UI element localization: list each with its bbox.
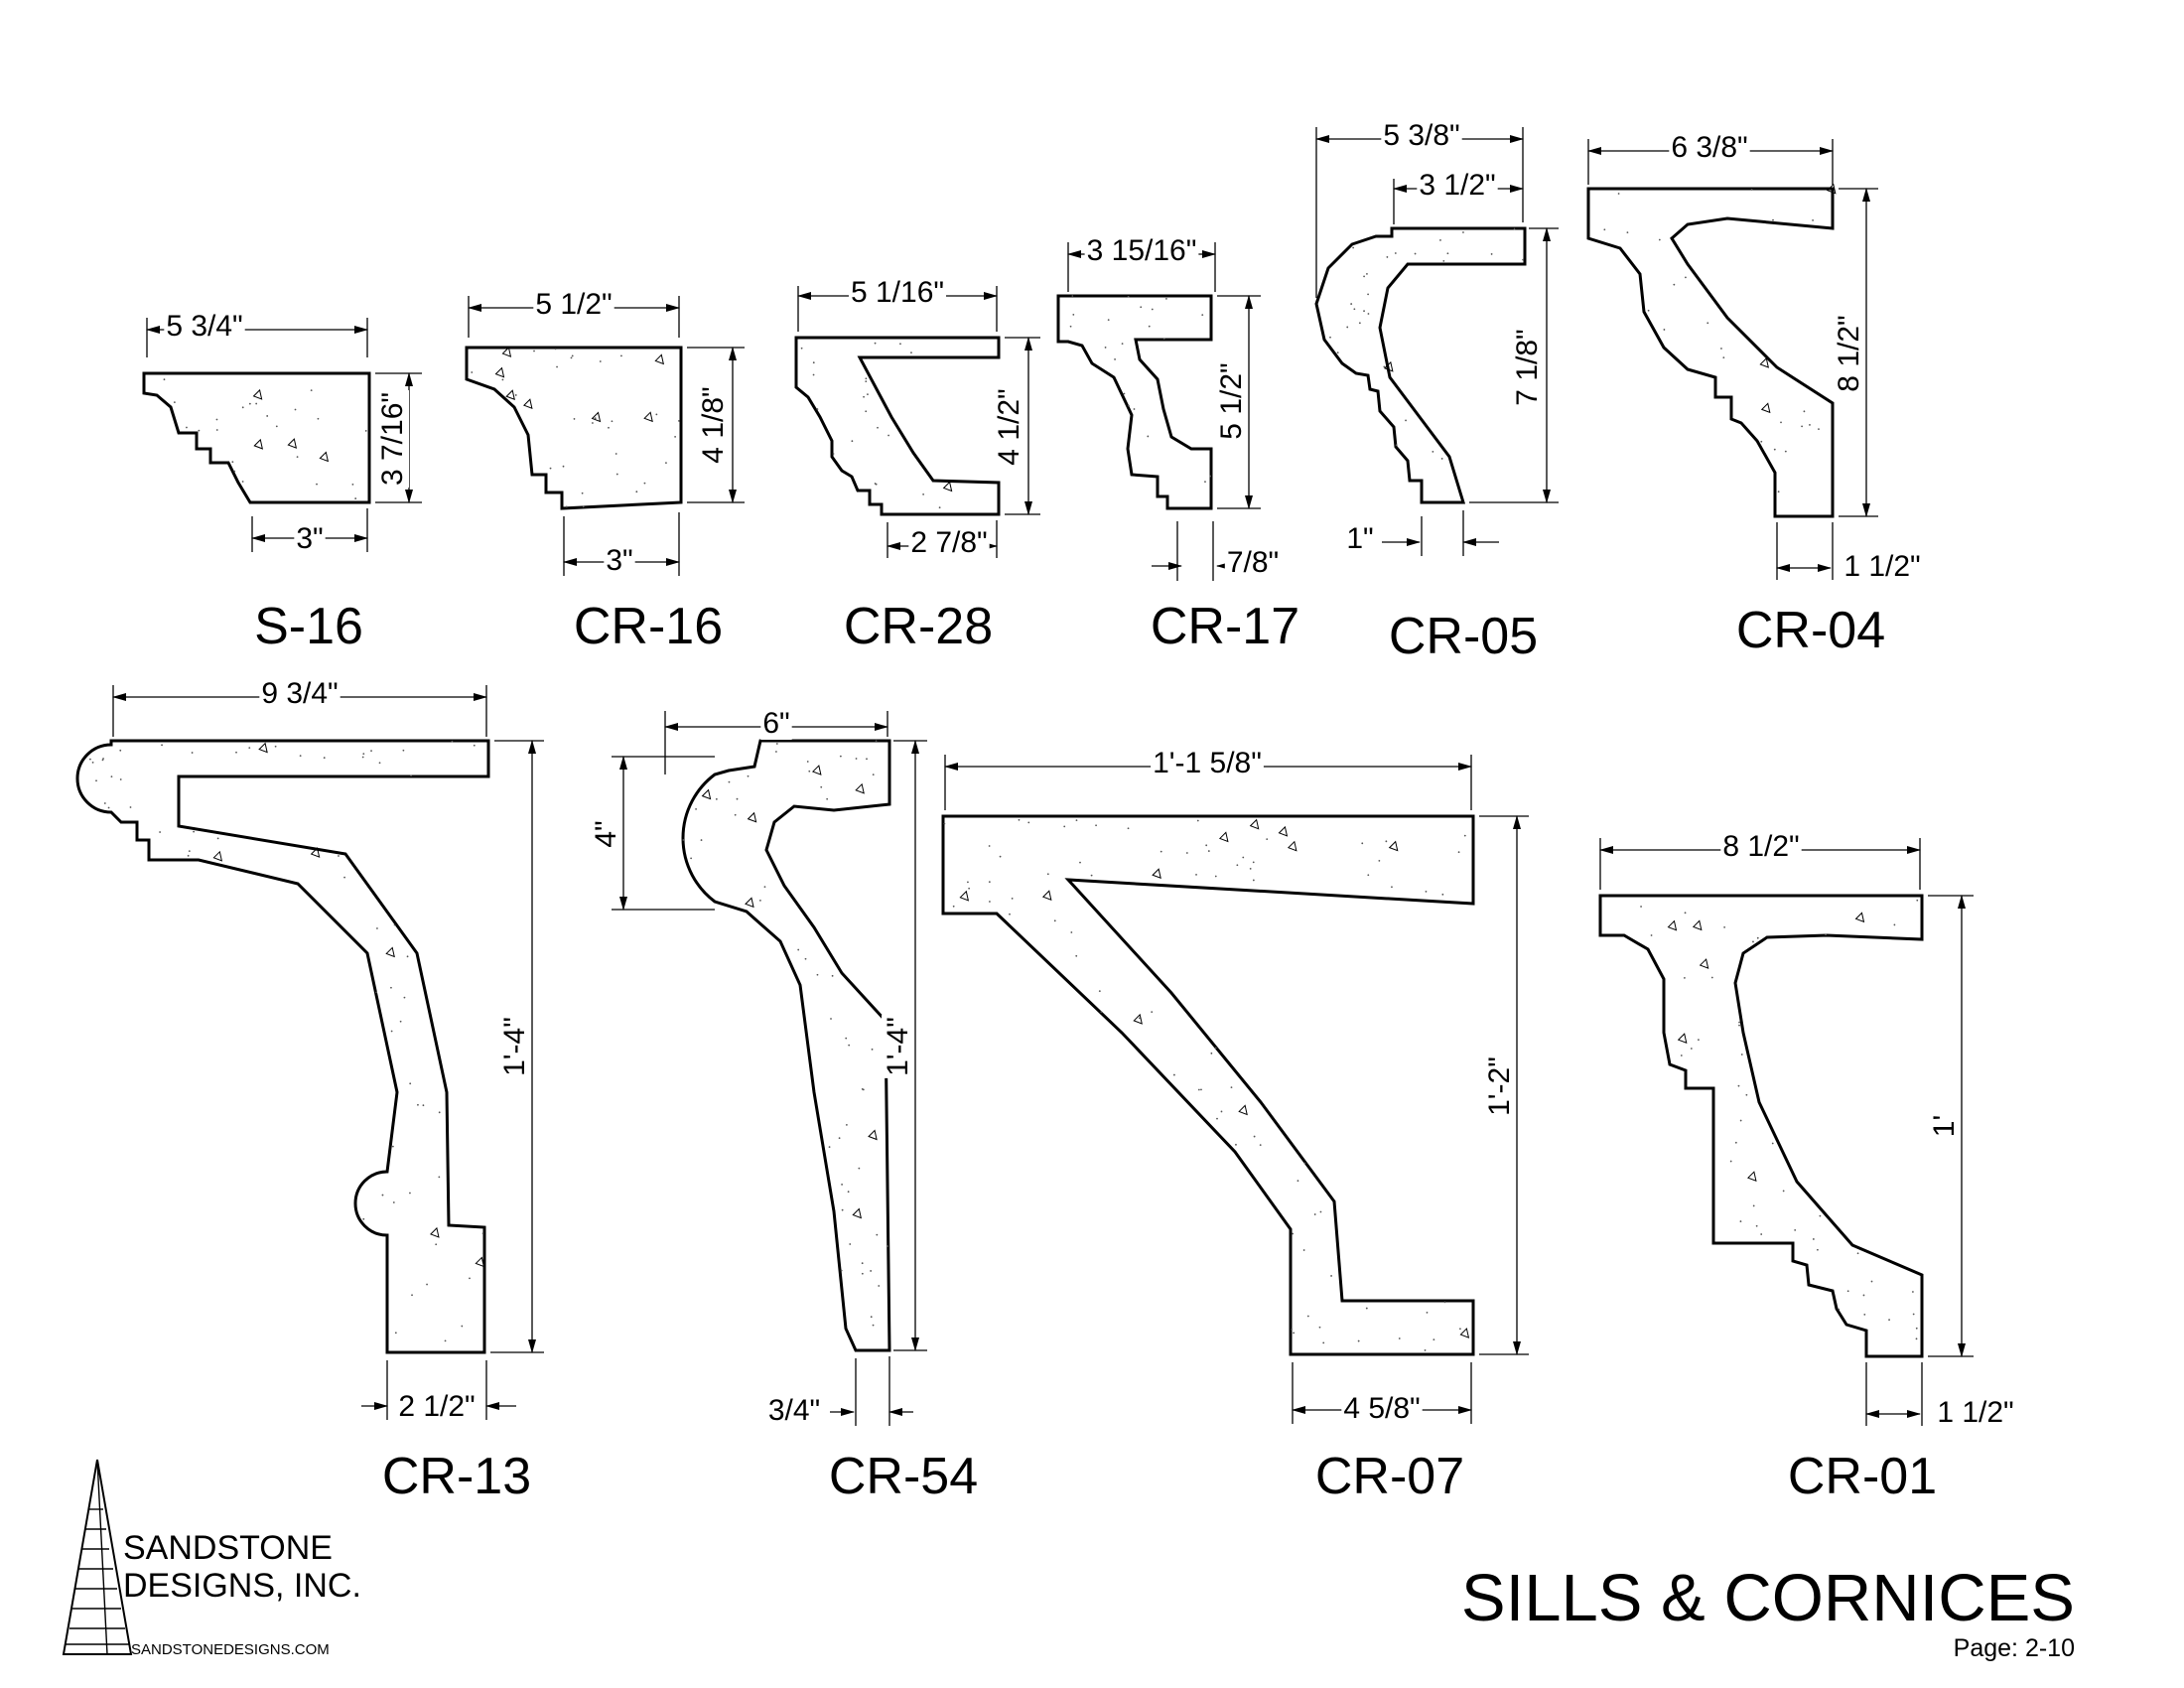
page-number: Page: 2-10 — [1954, 1634, 2075, 1662]
profile-shape — [1056, 294, 1213, 510]
profile-label: CR-04 — [1736, 602, 1885, 659]
dimension-label: 1'-4" — [882, 1017, 914, 1076]
dimension-label: 8 1/2" — [1833, 315, 1865, 391]
profile-shape — [465, 346, 683, 510]
stone-texture — [943, 818, 1470, 1351]
dimension-label: 2 7/8" — [910, 526, 987, 559]
profile-shape — [681, 739, 891, 1352]
dimension-label: 3 15/16" — [1087, 234, 1197, 267]
stone-texture — [163, 378, 367, 499]
dimension-label: 3 1/2" — [1419, 169, 1495, 202]
profile-cr-04: CR-04 — [1586, 139, 1885, 659]
dimension-label: 1'-4" — [498, 1017, 531, 1076]
dimension-label: 3/4" — [768, 1394, 820, 1427]
company-name-line2: DESIGNS, INC. — [123, 1567, 361, 1605]
profile-cr-28: CR-28 — [794, 286, 1040, 655]
dimension-label: 7/8" — [1227, 546, 1279, 579]
dimension-label: 1'-2" — [1483, 1056, 1516, 1116]
dimension-label: 5 3/8" — [1383, 119, 1459, 152]
dimension-label: 3" — [606, 544, 632, 577]
dimension-label: 1 1/2" — [1843, 550, 1920, 583]
company-website: SANDSTONEDESIGNS.COM — [131, 1641, 330, 1658]
profile-shape — [1586, 187, 1835, 518]
dimension-label: 4 1/8" — [697, 386, 730, 463]
profile-label: CR-16 — [574, 598, 723, 655]
profile-label: CR-07 — [1315, 1448, 1464, 1505]
dimension-label: 7 1/8" — [1511, 329, 1544, 405]
dimension-label: 8 1/2" — [1722, 830, 1799, 863]
profile-cr-13: CR-13 — [75, 685, 544, 1505]
dimension-label: 1 1/2" — [1937, 1396, 2013, 1429]
dimension-label: 1' — [1928, 1115, 1961, 1137]
dimension-label: 5 1/16" — [851, 276, 944, 309]
profile-shape — [1598, 894, 1924, 1358]
dimension-label: 5 3/4" — [166, 310, 242, 343]
dimension-label: 4 1/2" — [993, 388, 1025, 465]
dimension-label: 3 7/16" — [376, 392, 409, 486]
stone-texture — [1069, 295, 1212, 484]
dimension-label: 9 3/4" — [261, 677, 338, 710]
dimension-label: 3" — [296, 522, 323, 555]
dimension-label: 4 5/8" — [1343, 1392, 1420, 1425]
profile-cr-05: CR-05 — [1314, 127, 1559, 665]
dimension-label: 5 1/2" — [535, 288, 612, 321]
dimension-label: 5 1/2" — [1215, 362, 1248, 439]
sheet-title: SILLS & CORNICES — [1461, 1561, 2075, 1635]
profile-cr-17: CR-17 — [1056, 242, 1299, 655]
profile-cr-16: CR-16 — [465, 296, 745, 655]
dimension-label: 2 1/2" — [398, 1390, 475, 1423]
profile-shape — [794, 336, 1001, 516]
dimension-label: 6" — [762, 707, 789, 740]
profile-shape — [142, 371, 371, 504]
stone-texture — [1329, 227, 1525, 460]
profile-label: CR-13 — [382, 1448, 531, 1505]
stone-texture — [471, 347, 680, 508]
profile-label: CR-54 — [829, 1448, 978, 1505]
stone-texture — [1640, 899, 1919, 1340]
stone-texture — [89, 740, 485, 1342]
profile-label: CR-05 — [1389, 608, 1538, 665]
company-name-line1: SANDSTONE — [123, 1529, 333, 1567]
stone-texture — [682, 740, 892, 1327]
company-logo: SANDSTONE DESIGNS, INC. SANDSTONEDESIGNS… — [62, 1459, 361, 1658]
profile-label: S-16 — [254, 598, 363, 655]
stone-texture — [800, 342, 953, 509]
dimension-label: 6 3/8" — [1671, 131, 1747, 164]
profile-label: CR-17 — [1151, 598, 1299, 655]
dimension-label: 4" — [590, 820, 622, 847]
logo-pyramid-icon — [62, 1459, 133, 1655]
profile-shape — [75, 739, 490, 1354]
dimension-label: 1'-1 5/8" — [1153, 747, 1262, 779]
profile-label: CR-28 — [844, 598, 993, 655]
profile-cr-54: CR-54 — [612, 711, 978, 1505]
stone-texture — [1603, 183, 1837, 493]
profile-cr-01: CR-01 — [1598, 838, 1974, 1505]
profile-label: CR-01 — [1788, 1448, 1937, 1505]
profile-cr-07: CR-07 — [941, 755, 1529, 1505]
profile-shape — [941, 814, 1475, 1356]
profile-shape — [1314, 226, 1527, 504]
dimension-label: 1" — [1346, 522, 1373, 555]
